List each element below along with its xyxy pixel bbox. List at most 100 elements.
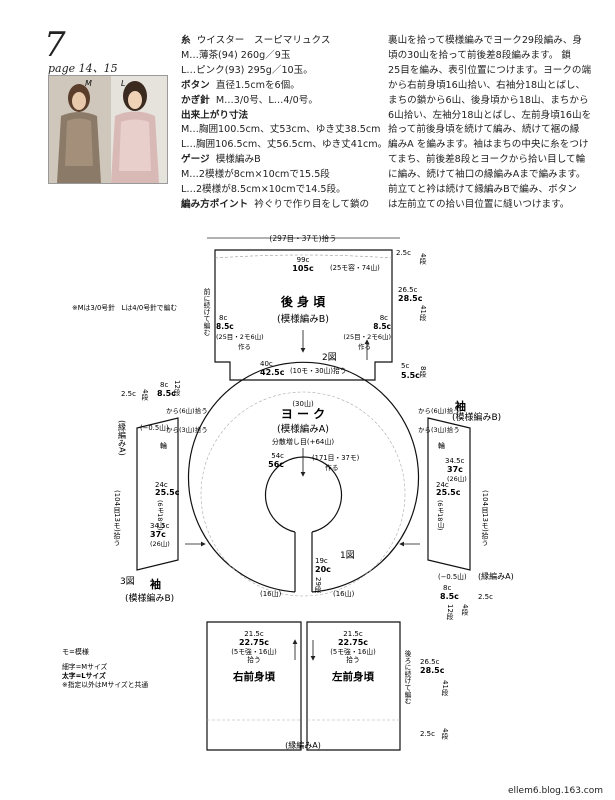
yoke-lower-m: 19c [315, 557, 328, 565]
spec-line: L…ピンク(93) 295g／10玉。 [181, 64, 313, 78]
right-sleeve-h-l: 25.5c [436, 488, 461, 497]
right-sleeve-h-m: 24c [436, 481, 449, 489]
back-pattern: (模様編みB) [277, 313, 329, 325]
spec-line: 糸 ウイスター スーピマリュクス [181, 34, 330, 48]
yoke-inner-m: 54c [271, 452, 284, 460]
spec-line: 編み方ポイント 衿ぐりで作り目をして鎖の [181, 198, 369, 212]
spec-text: M…胸囲100.5cm、丈53cm、ゆき丈38.5cm [181, 124, 381, 136]
spec-label: 出来上がり寸法 [181, 109, 249, 121]
method-line: 25目を編み、表引位置につけます。ヨークの端 [388, 64, 592, 76]
left-front-side-note: 後ろに続けて編む [403, 649, 411, 705]
left-sleeve-edge: (縁編みA) [118, 420, 127, 456]
fig3-label: 3図 [120, 576, 135, 587]
left-sleeve-top-m: 8c [160, 381, 168, 389]
spec-text: ウイスター スーピマリュクス [196, 35, 331, 46]
yoke-increase: 分散増し目(+64山) [272, 437, 335, 446]
left-front-bot-rows: 4段 [441, 728, 449, 741]
legend-0: モ=模様 [62, 647, 89, 656]
method-line: 拾って前後身頃を続けて編み、続けて裾の縁 [388, 124, 580, 136]
left-sleeve-h-l: 25.5c [155, 488, 180, 497]
method-line: 頃の30山を拾って前後差8段編みます。 鎖 [388, 49, 572, 61]
right-sleeve-len-m: 34.5c [445, 457, 465, 465]
left-sleeve-top-rows2: 12段 [173, 380, 181, 397]
back-title: 後 身 頃 [281, 294, 326, 309]
spec-label: かぎ針 [181, 94, 210, 106]
spec-text: 模様編みB [215, 154, 261, 166]
left-front-count: (5モ強・16山) [330, 647, 376, 656]
yoke-right16: (16山) [333, 589, 355, 598]
left-sleeve-wa: 輪 [160, 441, 167, 450]
yoke-make: 作る [325, 463, 339, 472]
method-line: に編み、続けて袖口の縁編みAまで編みます。 [388, 169, 586, 181]
back-gauge-r-m: 8c [380, 314, 388, 322]
method-line: 6山拾い、左袖分18山とばし、左前身頃16山を [388, 109, 592, 121]
back-gauge-l-count: (25目・2モ6山) [216, 332, 264, 341]
yoke-title: ヨ ー ク [281, 407, 325, 421]
yoke-outer: (30山) [292, 399, 314, 408]
spec-label: ボタン [181, 79, 210, 91]
back-bottom-rows: 8段 [419, 366, 427, 379]
spec-text: L…2模様が8.5cm×10cmで14.5段。 [181, 184, 346, 195]
right-sleeve-h-count: (6モ18山) [436, 500, 444, 530]
yoke-note-right2: から(3山)拾う [418, 425, 460, 434]
right-sleeve-wa: 輪 [438, 441, 445, 450]
spec-text: M…薄茶(94) 260g／9玉 [181, 49, 291, 61]
page-reference: page 14、15 [48, 62, 118, 75]
left-sleeve-piece: (縁編みA) (−0.5山) 輪 24c 25.5c (6モ18山) 34.5c… [113, 380, 206, 604]
back-height-m: 26.5c [398, 286, 418, 294]
left-sleeve-top-rows: 4段 [141, 389, 149, 402]
photo-label-m: M [85, 79, 92, 88]
model-photo-illustration [49, 76, 167, 183]
right-sleeve-len-count: (26山) [447, 474, 467, 483]
left-sleeve-h-count: (6モ18山) [156, 500, 164, 530]
method-line: てまち、前後差8段とヨークから拾い目して輪 [388, 154, 586, 166]
yoke-piece: (30山) ヨ ー ク (模様編みA) 分散増し目(+64山) 54c 56c … [166, 361, 460, 598]
legend-2: 太字=Lサイズ [62, 671, 106, 680]
spec-label: 糸 [181, 35, 191, 46]
back-width-l: 105c [292, 264, 314, 273]
left-front-body-piece: 21.5c 22.75c (5モ強・16山) 拾う 左前身頃 後ろに続けて編む … [306, 621, 449, 751]
right-sleeve-bot-rows: 12段 [446, 604, 454, 621]
back-top-m: 2.5c [396, 249, 411, 257]
back-bottom-count: (10モ・30山)拾う [290, 366, 347, 375]
spec-line: M…胸囲100.5cm、丈53cm、ゆき丈38.5cm [181, 123, 381, 137]
spec-text: M…3/0号、L…4/0号。 [215, 94, 318, 106]
right-front-w-m: 21.5c [244, 630, 264, 638]
spec-line: かぎ針 M…3/0号、L…4/0号。 [181, 94, 318, 108]
footer-url: ellem6.blog.163.com [508, 786, 603, 796]
left-sleeve-title: 袖 [150, 577, 161, 591]
yoke-pattern: (模様編みA) [277, 423, 329, 435]
back-make-r: 作る [358, 342, 371, 351]
spec-text: L…ピンク(93) 295g／10玉。 [181, 64, 313, 76]
left-sleeve-pick: (104目13モ)拾う [113, 490, 121, 546]
pattern-number: 7 [44, 25, 66, 65]
back-top-rows: 4段 [419, 253, 427, 266]
back-height-rows: 41段 [419, 305, 427, 322]
legend-3: ※指定以外はMサイズと共通 [62, 680, 148, 689]
method-line: から右前身頃16山拾い、右袖分18山とばし、 [388, 79, 586, 91]
right-front-count: (5モ強・16山) [231, 647, 277, 656]
fig2-label: 2図 [322, 352, 337, 363]
left-front-title: 左前身頃 [331, 670, 374, 683]
spec-line: M…2模様が8cm×10cmで15.5段 [181, 168, 330, 182]
yoke-left16: (16山) [260, 589, 282, 598]
legend-1: 細字=Mサイズ [62, 662, 108, 671]
back-gauge-r-count: (25目・2モ6山) [343, 332, 391, 341]
right-sleeve-bot-l: 8.5c [440, 592, 459, 601]
method-text: 裏山を拾って模様編みでヨーク29段編み、身頃の30山を拾って前後差8段編みます。… [388, 34, 610, 213]
right-sleeve-len-l: 37c [447, 465, 463, 474]
spec-text: L…胸囲106.5cm、丈56.5cm、ゆき丈41cm。 [181, 139, 388, 151]
spec-label: 編み方ポイント [181, 198, 249, 210]
left-sleeve-pattern: (模様編みB) [125, 592, 174, 604]
spec-line: 出来上がり寸法 [181, 109, 254, 123]
back-gauge-r-l: 8.5c [373, 322, 391, 331]
back-gauge-l-m: 8c [219, 314, 227, 322]
spec-line: L…胸囲106.5cm、丈56.5cm、ゆき丈41cm。 [181, 138, 387, 152]
back-body-piece: 99c 105c (25モ容・74山) 後 身 頃 (模様編みB) 8c 8.5… [202, 249, 427, 381]
model-photo: M L [48, 75, 168, 184]
left-front-h-m: 26.5c [420, 658, 440, 666]
right-sleeve-bot2-rows: 4段 [461, 604, 469, 617]
top-dim-label: (297目・37モ)拾う [269, 233, 336, 243]
left-sleeve-top: 2.5c [121, 390, 136, 398]
